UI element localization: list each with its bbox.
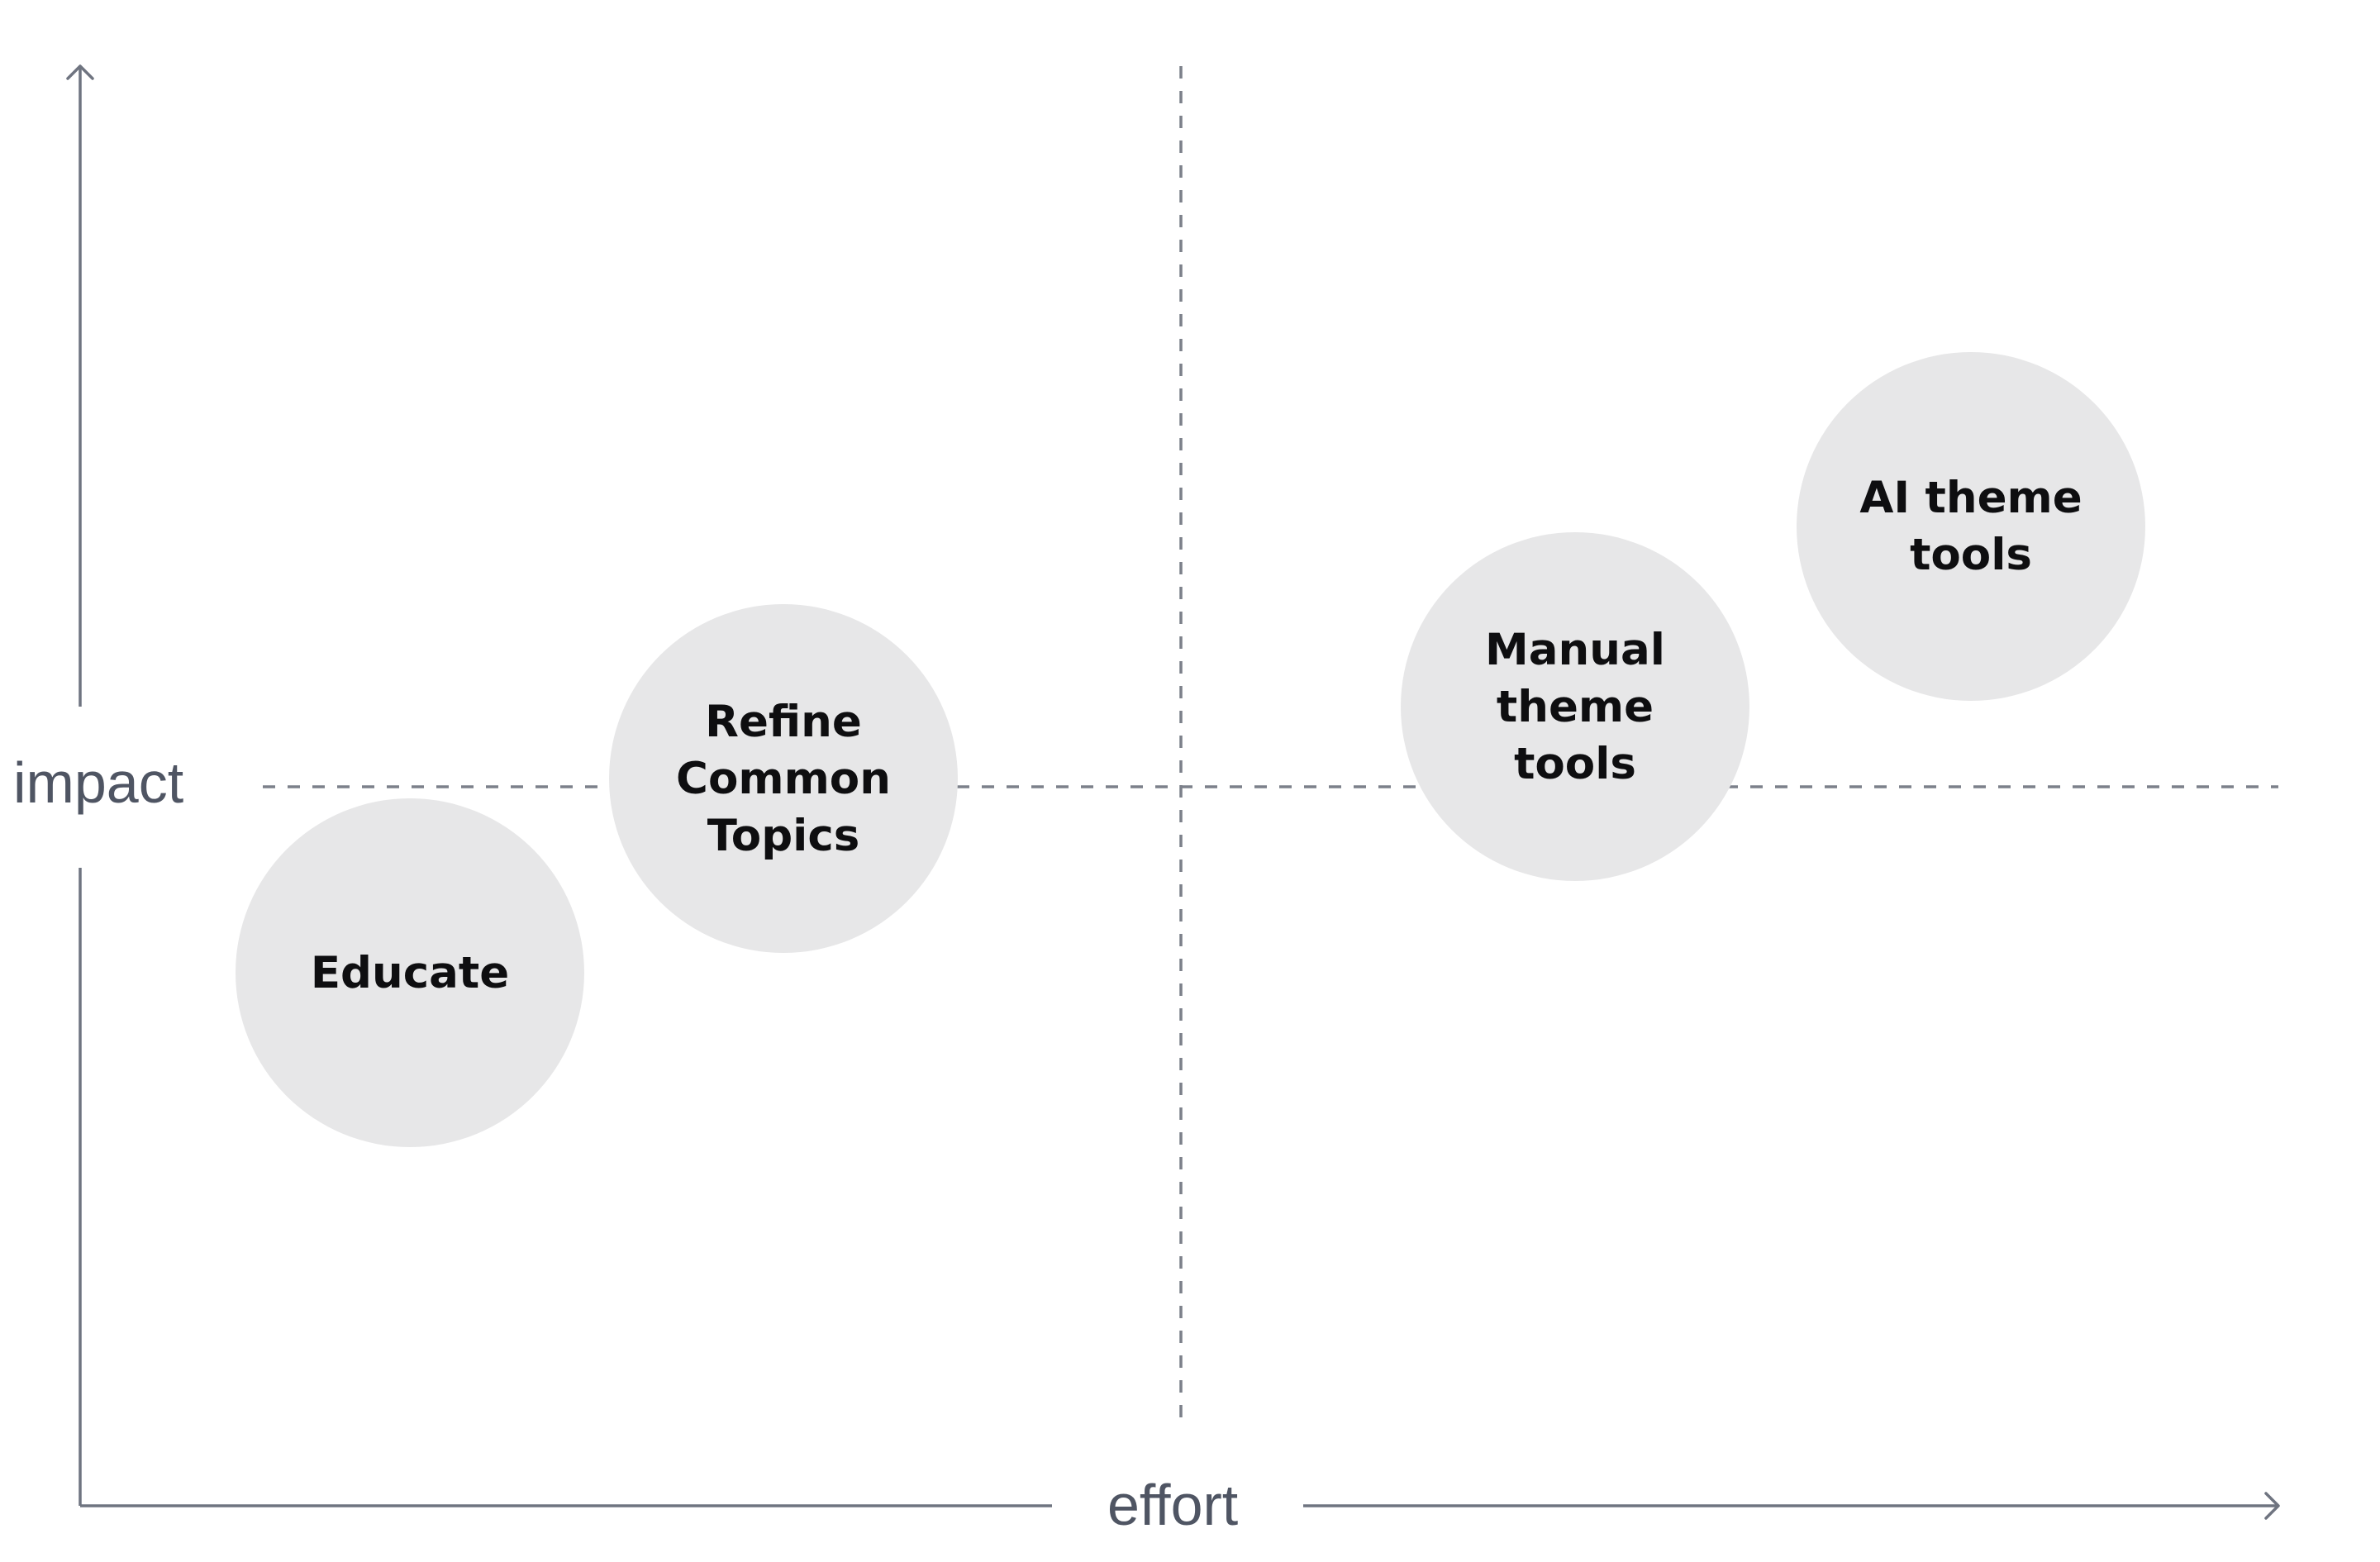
bubble-label: Refine Common Topics bbox=[676, 696, 891, 861]
bubble-label: Manual theme tools bbox=[1485, 624, 1665, 789]
x-axis-arrowhead bbox=[2264, 1492, 2280, 1520]
bubble-manual-theme-tools: Manual theme tools bbox=[1401, 532, 1749, 881]
y-axis-arrowhead bbox=[66, 64, 94, 80]
bubble-label: Educate bbox=[310, 947, 510, 998]
bubble-refine-common-topics: Refine Common Topics bbox=[609, 604, 958, 953]
bubble-educate: Educate bbox=[236, 798, 584, 1147]
y-axis-label: impact bbox=[13, 750, 184, 815]
bubble-label: AI theme tools bbox=[1859, 473, 2082, 580]
bubble-ai-theme-tools: AI theme tools bbox=[1797, 352, 2145, 701]
x-axis-label: effort bbox=[1107, 1473, 1239, 1537]
